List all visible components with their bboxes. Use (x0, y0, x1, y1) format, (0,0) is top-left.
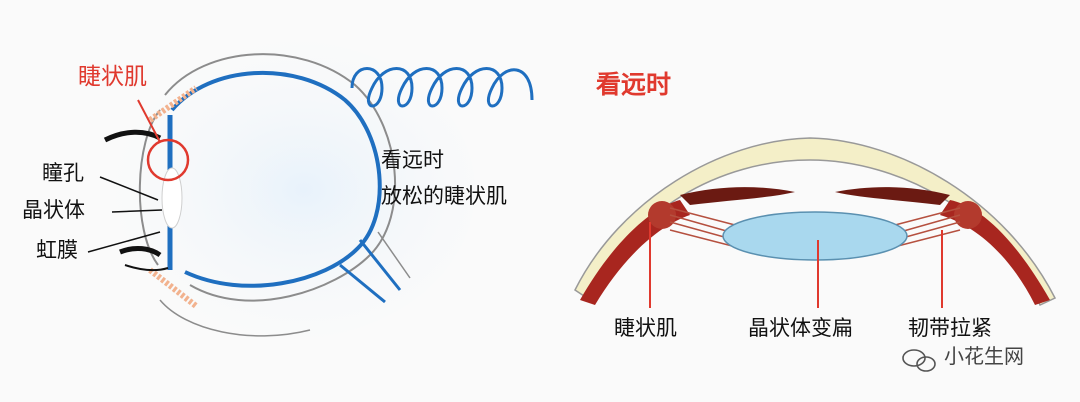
caption-line-1: 看远时 (381, 148, 444, 172)
label-zonule-tight: 韧带拉紧 (908, 316, 992, 340)
watermark-logo (902, 349, 936, 372)
relaxed-muscle-coil (350, 67, 534, 108)
label-ciliary-muscle-right: 睫状肌 (614, 316, 677, 340)
label-iris: 虹膜 (36, 238, 78, 262)
label-lens-flat: 晶状体变扁 (748, 316, 853, 340)
label-lens: 晶状体 (22, 198, 85, 222)
right-title: 看远时 (596, 70, 672, 99)
caption-line-2: 放松的睫状肌 (381, 184, 507, 208)
watermark-text: 小花生网 (944, 344, 1024, 368)
accommodation-diagram (574, 137, 1057, 308)
eye-cross-section (87, 40, 475, 340)
label-pupil: 瞳孔 (42, 161, 84, 185)
label-ciliary-muscle-left: 睫状肌 (78, 64, 147, 90)
